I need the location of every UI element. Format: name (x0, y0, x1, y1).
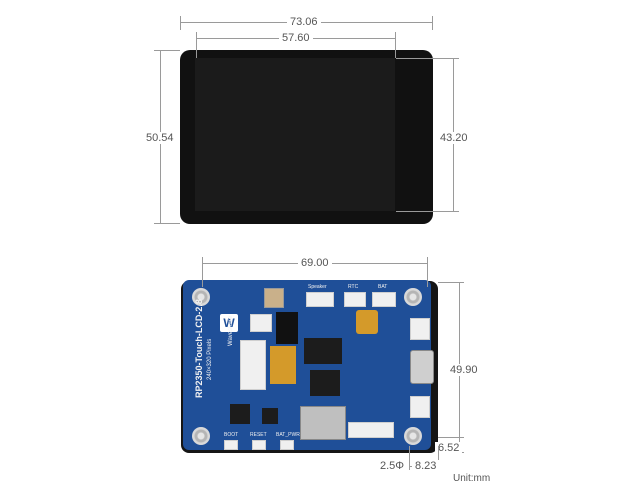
board-sub-label: 240×320 Pixels (207, 338, 213, 380)
board-label: RP2350-Touch-LCD-2.8 (194, 299, 204, 398)
dim-width-active: 57.60 (279, 32, 313, 44)
dim-hole-height: 49.90 (447, 364, 481, 376)
dim-height-outer: 50.54 (143, 132, 177, 144)
pwr-button (280, 440, 294, 450)
sd-card-slot (300, 406, 346, 440)
reset-button (252, 440, 266, 450)
rtc-connector (344, 292, 366, 307)
ic-flash (230, 404, 250, 424)
ic-mcu (310, 370, 340, 396)
lcd-active-area (195, 58, 395, 211)
touch-ic-pad (356, 310, 378, 334)
side-connector-1 (410, 318, 430, 340)
mounting-hole-tl (192, 288, 210, 306)
mounting-hole-br (404, 427, 422, 445)
rtc-silk: RTC (348, 284, 359, 290)
speaker-silk: Speaker (308, 284, 327, 290)
dim-hole-diameter: 2.5Φ (377, 460, 408, 472)
ic-driver (304, 338, 342, 364)
bat-silk: BAT (378, 284, 388, 290)
dim-width-outer: 73.06 (287, 16, 321, 28)
bat-connector (372, 292, 396, 307)
unit-label: Unit:mm (453, 473, 491, 484)
dim-edge-offset: 6.52 (435, 442, 463, 454)
speaker-connector (306, 292, 334, 307)
ic-small (262, 408, 278, 424)
brand-silk: Waveshare (228, 315, 234, 346)
pwr-silk: BAT_PWR (276, 432, 300, 438)
boot-silk: BOOT (224, 432, 239, 438)
fpc-black (276, 312, 298, 344)
reset-silk: RESET (250, 432, 267, 438)
waveshare-logo: W (220, 314, 238, 332)
rf-component (264, 288, 284, 308)
side-connector-2 (410, 396, 430, 418)
fpc-connector-top (250, 314, 272, 332)
boot-button (224, 440, 238, 450)
dim-hole-width: 69.00 (298, 257, 332, 269)
dim-connector-offset: 8.23 (412, 460, 440, 472)
mounting-hole-tr (404, 288, 422, 306)
usb-c-port (410, 350, 434, 384)
flex-cable (270, 346, 296, 384)
dim-height-active: 43.20 (437, 132, 471, 144)
bottom-connector (348, 422, 394, 438)
fpc-connector-left (240, 340, 266, 390)
mounting-hole-bl (192, 427, 210, 445)
